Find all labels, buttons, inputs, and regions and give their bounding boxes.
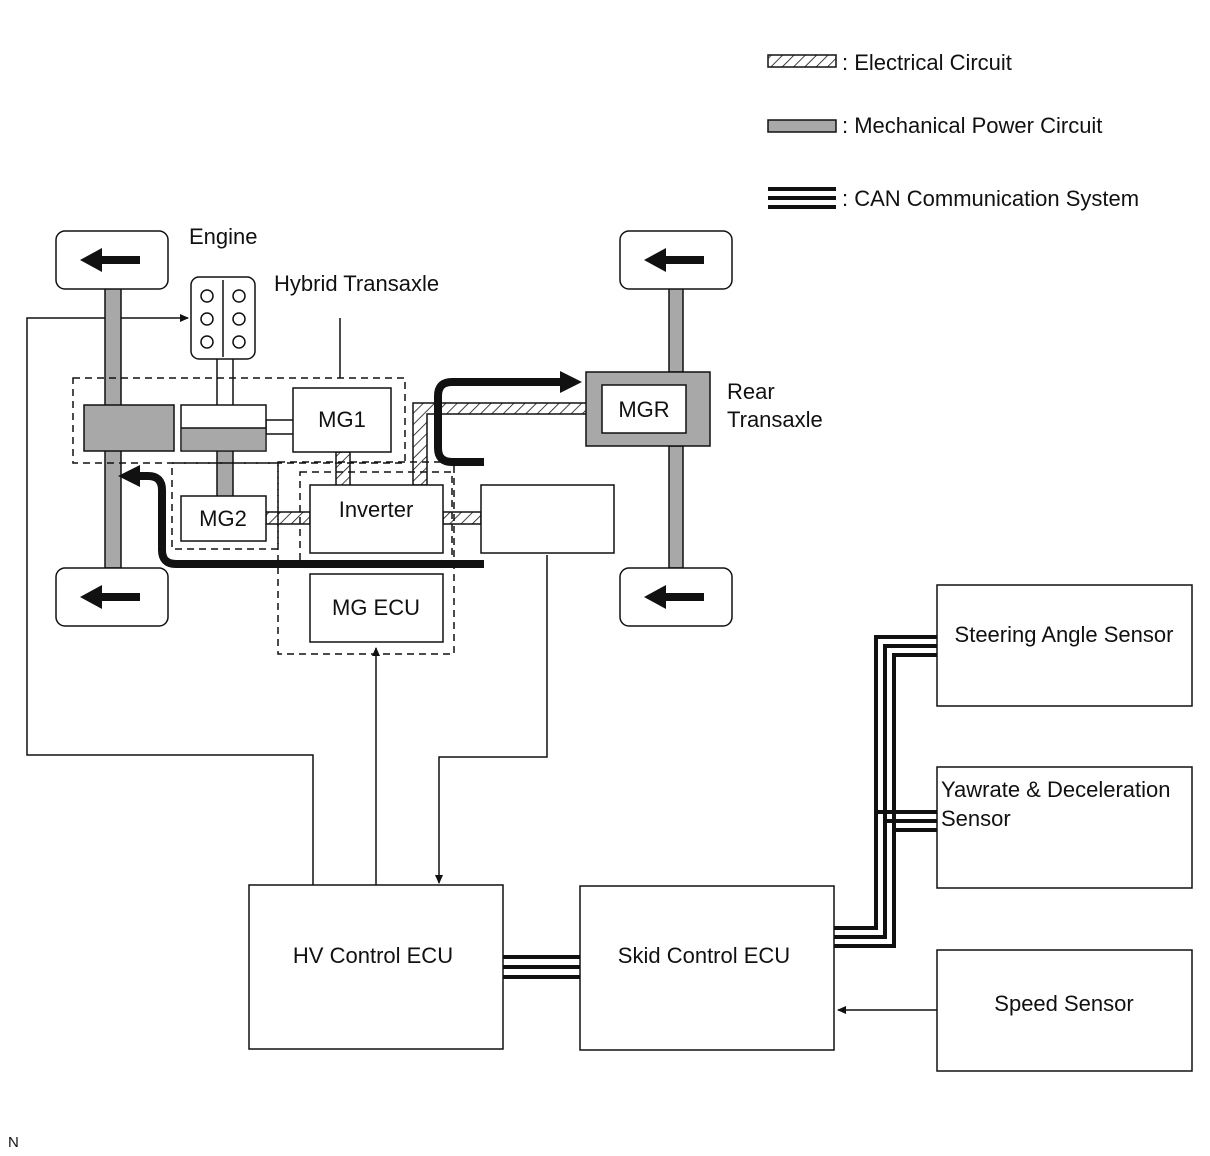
hv-control-ecu-label: HV Control ECU: [293, 943, 453, 968]
rear-transaxle-label-line2: Transaxle: [727, 407, 823, 432]
can-hv-skid: [503, 955, 580, 979]
arrow-left-icon: [80, 248, 140, 272]
skid-control-ecu-label: Skid Control ECU: [618, 943, 790, 968]
wheels: [55, 230, 733, 627]
hv-battery-box: [480, 484, 615, 554]
battery-to-hv-line: [435, 555, 548, 884]
steering-angle-sensor-box: [936, 584, 1193, 707]
steering-angle-sensor-label: Steering Angle Sensor: [955, 622, 1174, 647]
inverter-label: Inverter: [339, 497, 414, 522]
power-control-enclosure: [277, 461, 455, 655]
mg1-box: [292, 387, 392, 453]
hv-to-engine-line: [26, 314, 314, 885]
mg2-shaft: [216, 447, 234, 499]
legend-can-label: : CAN Communication System: [842, 186, 1139, 211]
rear-shaft-upper: [668, 287, 684, 373]
mg2-label: MG2: [199, 506, 247, 531]
speed-sensor-box: [936, 949, 1193, 1072]
signal-lines: [26, 314, 937, 1014]
skid-control-ecu-box: [579, 885, 835, 1051]
rear-transaxle: MGR: [585, 371, 711, 447]
mgr-label: MGR: [618, 397, 669, 422]
arrow-left-icon: [644, 248, 704, 272]
mg2-to-inverter-circuit: [265, 511, 311, 525]
mg2-box: [180, 495, 267, 542]
rear-transaxle-label-line1: Rear: [727, 379, 775, 404]
engine-label: Engine: [189, 224, 258, 249]
front-shaft-lower: [104, 447, 122, 569]
wheel-front-left: [55, 230, 169, 290]
front-differential: [83, 404, 175, 452]
speed-sensor-label: Speed Sensor: [994, 991, 1133, 1016]
power-flow-arrows: [118, 371, 582, 568]
hv-control-ecu-box: [248, 884, 504, 1050]
can-skid-yawrate: [876, 810, 937, 832]
legend-electrical-swatch: [767, 54, 837, 68]
inverter-to-battery-circuit: [442, 511, 482, 525]
mg2-enclosure: [171, 462, 279, 550]
wheel-rear-left: [619, 230, 733, 290]
yawrate-sensor-box: [936, 766, 1193, 889]
flow-arrow-to-mgr-head: [560, 371, 582, 393]
can-lines: [503, 635, 937, 979]
planetary-gear-lower: [182, 428, 265, 450]
mgr-box: [601, 384, 687, 434]
front-shaft-upper: [104, 287, 122, 409]
engine: [190, 276, 256, 360]
transaxle-components: MG1 MG2 Inverter MG ECU: [83, 387, 615, 643]
legend: : Electrical Circuit : Mechanical Power …: [767, 50, 1139, 211]
yawrate-sensor-label-line1: Yawrate & Deceleration: [941, 777, 1171, 802]
ecus-and-sensors: HV Control ECU Skid Control ECU Steering…: [248, 584, 1193, 1072]
can-skid-steering: [834, 635, 937, 948]
wheel-front-right: [55, 567, 169, 627]
flow-arrow-to-front-head: [118, 465, 140, 487]
mg1-to-inverter-circuit: [335, 451, 351, 487]
corner-mark: N: [8, 1134, 19, 1151]
legend-can-swatch: [768, 187, 836, 209]
legend-mechanical-swatch: [767, 119, 837, 133]
mg-ecu-box: [309, 573, 444, 643]
hybrid-transaxle-label: Hybrid Transaxle: [274, 271, 439, 296]
mg-ecu-label: MG ECU: [332, 595, 420, 620]
flow-arrow-to-mgr: [434, 378, 562, 466]
arrow-left-icon: [80, 585, 140, 609]
mg1-link: [265, 419, 295, 435]
mg1-label: MG1: [318, 407, 366, 432]
engine-shaft: [216, 357, 234, 409]
legend-electrical-label: : Electrical Circuit: [842, 50, 1012, 75]
yawrate-sensor-label-line2: Sensor: [941, 806, 1011, 831]
inverter-box: [309, 484, 444, 554]
flow-arrow-to-front: [138, 472, 484, 568]
wheel-rear-right: [619, 567, 733, 627]
rear-shaft-lower: [668, 445, 684, 569]
legend-mechanical-label: : Mechanical Power Circuit: [842, 113, 1102, 138]
arrow-left-icon: [644, 585, 704, 609]
